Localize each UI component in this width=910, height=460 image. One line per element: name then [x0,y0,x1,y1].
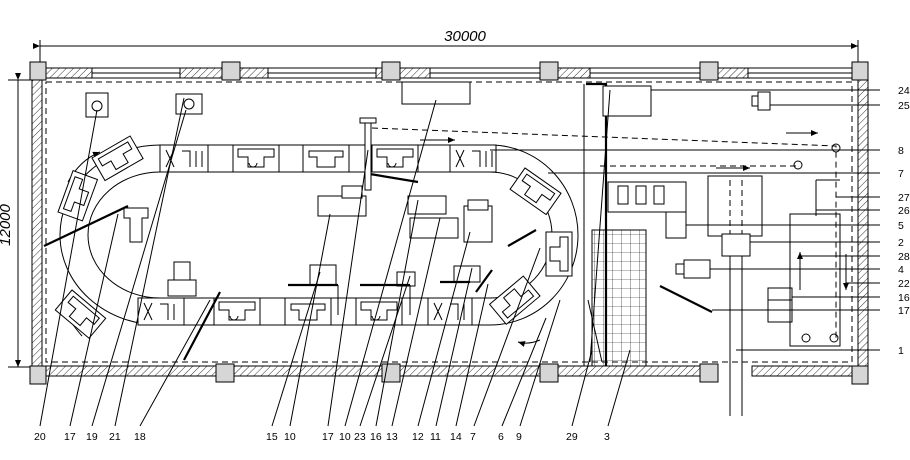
length-dimension: 30000 [33,28,859,62]
callout: 10 [284,431,296,443]
callout: 4 [898,264,904,276]
fixture [213,297,261,326]
right-leaders [490,89,880,351]
callout: 7 [898,168,904,180]
callout: 2 [898,237,904,249]
callout: 7 [470,431,476,443]
callout: 23 [354,431,366,443]
cabinet-19 [175,93,203,115]
fixture [355,297,403,326]
right-callouts: 24 25 8 7 27 26 5 2 28 4 22 16 17 1 [898,85,910,357]
fixture [302,144,350,173]
callout: 8 [898,145,904,157]
callout: 24 [898,85,910,97]
callout: 29 [566,431,578,443]
width-dimension: 12000 [0,73,38,368]
callout: 25 [898,100,910,112]
bottom-callouts: 20 17 19 21 18 15 10 17 10 23 16 13 12 1… [34,431,610,443]
callout: 27 [898,192,910,204]
fixture [545,231,573,277]
fixture [159,144,209,173]
callout: 10 [339,431,351,443]
cabinet-20 [85,92,109,118]
callout: 5 [898,220,904,232]
fixture [488,275,541,325]
callout: 20 [34,431,46,443]
fixtures [54,135,573,339]
width-label: 12000 [0,203,14,245]
fixture [232,144,280,173]
stand-21 [123,207,149,243]
panel-top [401,81,471,105]
equipment [43,81,713,361]
stand-18 [167,261,197,297]
callout: 17 [898,305,910,317]
fixture [371,144,419,173]
fixture [509,167,562,216]
callout: 6 [498,431,504,443]
callout: 3 [604,431,610,443]
callout: 22 [898,278,910,290]
callout: 1 [898,345,904,357]
right-area [371,82,849,416]
length-label: 30000 [444,28,486,45]
callout: 17 [64,431,76,443]
callout: 9 [516,431,522,443]
fixture [427,297,473,326]
fixture [449,144,497,173]
callout: 16 [370,431,382,443]
fixture [137,297,185,326]
callout: 17 [322,431,334,443]
callout: 21 [109,431,121,443]
callout: 28 [898,251,910,263]
callout: 11 [430,431,441,443]
callout: 19 [86,431,98,443]
callout: 13 [386,431,398,443]
callout: 18 [134,431,146,443]
callout: 26 [898,205,910,217]
bottom-leaders [39,97,631,427]
fixture [91,135,144,182]
callout: 12 [412,431,424,443]
callout: 16 [898,292,910,304]
fixture [57,170,99,222]
callout: 15 [266,431,278,443]
callout: 14 [450,431,462,443]
